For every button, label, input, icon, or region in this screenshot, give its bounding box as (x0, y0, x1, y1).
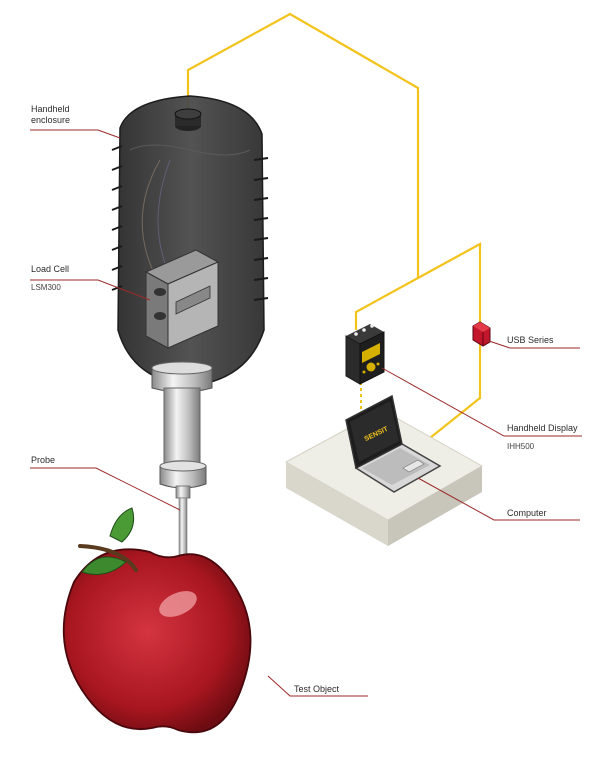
computer-label: Computer (507, 508, 547, 518)
laptop: SENSIT (345, 394, 442, 493)
handheld-display-model-label: IHH500 (507, 442, 535, 451)
usb-series-label: USB Series (507, 335, 554, 345)
load-cell (144, 249, 220, 349)
handheld-enclosure-label: Handheld enclosure (31, 104, 71, 125)
handheld-display-label: Handheld Display (507, 423, 578, 433)
handheld-display (345, 324, 385, 385)
leader-lines (30, 129, 582, 697)
test-object-label: Test Object (294, 684, 340, 694)
cable (186, 12, 420, 330)
apple (62, 507, 252, 734)
usb-cable (417, 242, 482, 439)
handheld-enclosure (111, 95, 269, 387)
probe-label: Probe (31, 455, 56, 465)
load-cell-model-label: LSM300 (31, 283, 61, 292)
leaf-upper (109, 507, 135, 543)
probe-shaft (151, 361, 213, 565)
leaf-lower (81, 556, 127, 575)
usb-device (472, 321, 491, 347)
load-cell-label: Load Cell (31, 264, 70, 274)
